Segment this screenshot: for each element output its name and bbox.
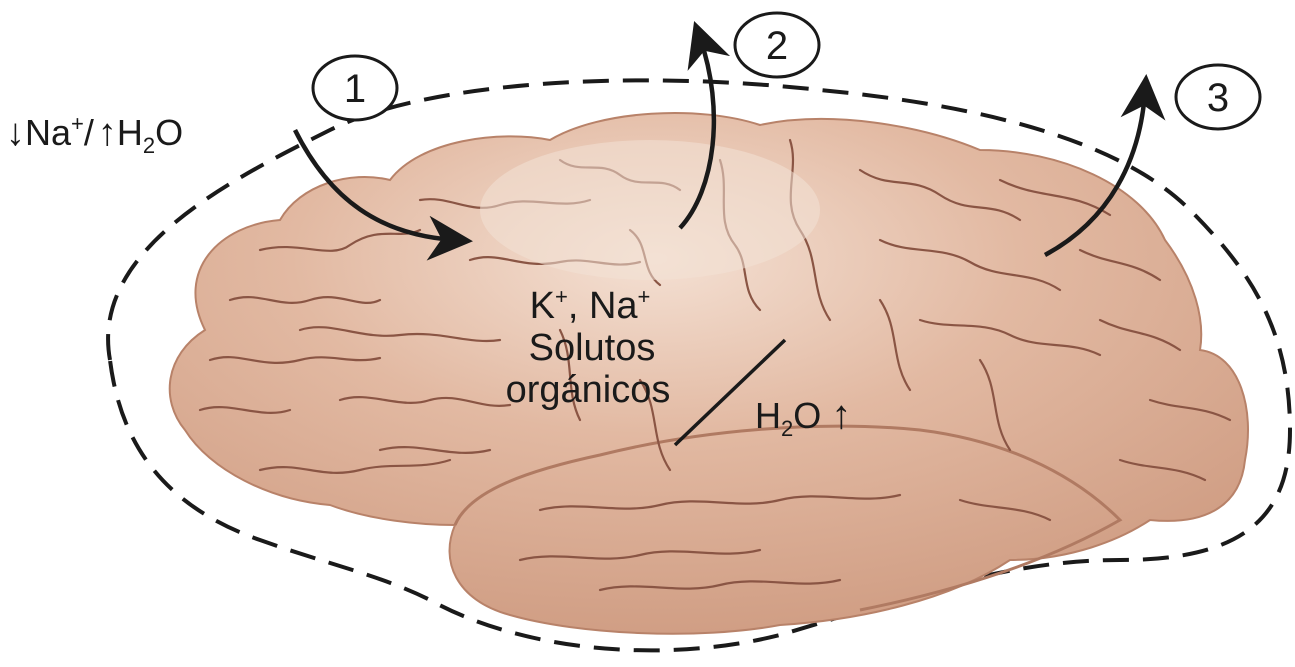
na-superscript: + [71, 111, 84, 136]
step-number: 2 [766, 24, 788, 68]
arrow-down-icon: ↓ [6, 112, 25, 154]
step-number: 1 [344, 67, 366, 111]
h-text: H [755, 395, 781, 436]
step-1: 1 [313, 56, 397, 120]
step-2: 2 [735, 13, 819, 77]
na-text: Na [25, 112, 72, 153]
na-text: , Na [568, 285, 639, 327]
na-superscript: + [638, 284, 651, 309]
o-text: O [793, 395, 821, 436]
k-superscript: + [555, 284, 568, 309]
water-label: H2O↑ [755, 393, 851, 441]
center-label-line1: K+, Na+ [530, 284, 651, 327]
subscript-2: 2 [143, 133, 155, 158]
label-left: ↓Na+/↑H2O [6, 111, 183, 158]
slash-text: / [84, 112, 94, 153]
arrow-up-icon: ↑ [831, 393, 851, 437]
h-text: H [117, 112, 143, 153]
center-label-line2: Solutos [529, 327, 656, 369]
k-text: K [530, 285, 555, 327]
step-3: 3 [1176, 65, 1260, 129]
step-number: 3 [1207, 76, 1229, 120]
center-label-line3: orgánicos [506, 369, 671, 411]
subscript-2: 2 [781, 416, 793, 441]
o-text: O [155, 112, 183, 153]
brain-highlight [480, 140, 820, 280]
arrow-up-icon: ↑ [98, 112, 117, 154]
